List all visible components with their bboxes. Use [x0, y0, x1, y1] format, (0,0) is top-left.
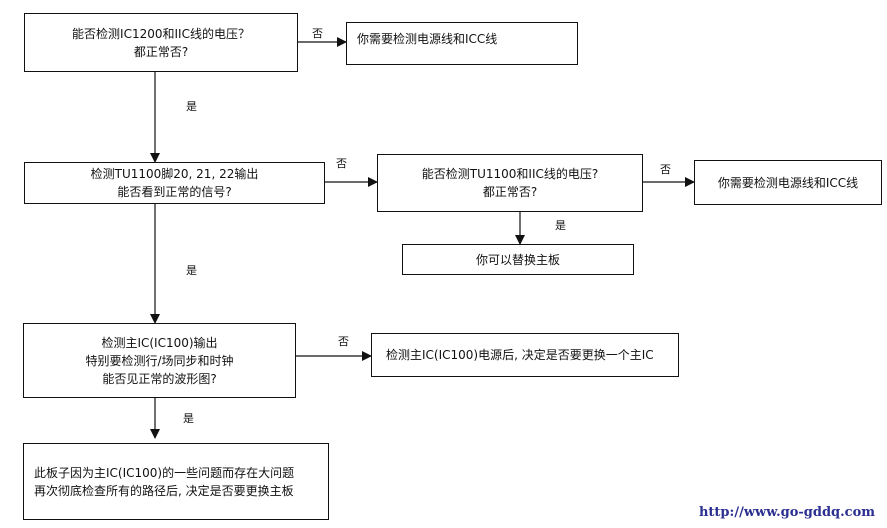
label-yes-2: 是	[186, 264, 197, 277]
power-icc-text-2: 你需要检测电源线和ICC线	[717, 175, 859, 190]
label-yes-4: 是	[183, 412, 194, 425]
replace-ic-text: 检测主IC(IC100)电源后, 决定是否要更换一个主IC	[386, 348, 654, 362]
power-icc-box-2: 你需要检测电源线和ICC线	[694, 160, 882, 205]
final-line2: 再次彻底检查所有的路径后, 决定是否要更换主板	[34, 483, 294, 498]
check-ic1200-box: 能否检测IC1200和IIC线的电压？ 都正常否?	[24, 13, 298, 72]
replace-board-text: 你可以替换主板	[475, 252, 560, 267]
check-ic1200-line1: 能否检测IC1200和IIC线的电压？	[72, 26, 250, 41]
replace-board-box: 你可以替换主板	[402, 244, 634, 275]
replace-ic-box: 检测主IC(IC100)电源后, 决定是否要更换一个主IC	[371, 333, 679, 377]
check-ic1200-line2: 都正常否?	[133, 44, 189, 59]
power-icc-box-1: 你需要检测电源线和ICC线	[346, 22, 578, 65]
label-no-1: 否	[312, 27, 323, 40]
label-no-4: 否	[338, 335, 349, 348]
final-box: 此板子因为主IC(IC100)的一些问题而存在大问题 再次彻底检查所有的路径后,…	[23, 443, 329, 520]
check-tu1100-pins-line2: 能否看到正常的信号?	[117, 185, 232, 199]
label-yes-1: 是	[186, 100, 197, 113]
check-main-ic-line2: 特别要检测行/场同步和时钟	[85, 353, 234, 368]
watermark-url: http://www.go-gddq.com	[698, 505, 875, 520]
check-tu1100-voltage-line1: 能否检测TU1100和IIC线的电压?	[421, 167, 599, 181]
check-main-ic-line3: 能否见正常的波形图?	[102, 371, 217, 386]
check-tu1100-voltage-line2: 都正常否?	[482, 185, 538, 199]
check-main-ic-line1: 检测主IC(IC100)输出	[101, 335, 218, 350]
check-tu1100-pins-line1: 检测TU1100脚20, 21, 22输出	[90, 167, 259, 181]
power-icc-text-1: 你需要检测电源线和ICC线	[357, 32, 498, 46]
check-tu1100-voltage-box: 能否检测TU1100和IIC线的电压? 都正常否?	[377, 154, 643, 212]
check-tu1100-pins-box: 检测TU1100脚20, 21, 22输出 能否看到正常的信号?	[24, 162, 325, 204]
label-no-3: 否	[660, 163, 671, 176]
label-yes-3: 是	[555, 219, 566, 232]
final-line1: 此板子因为主IC(IC100)的一些问题而存在大问题	[34, 465, 295, 480]
check-main-ic-box: 检测主IC(IC100)输出 特别要检测行/场同步和时钟 能否见正常的波形图?	[23, 323, 296, 398]
label-no-2: 否	[336, 157, 347, 170]
